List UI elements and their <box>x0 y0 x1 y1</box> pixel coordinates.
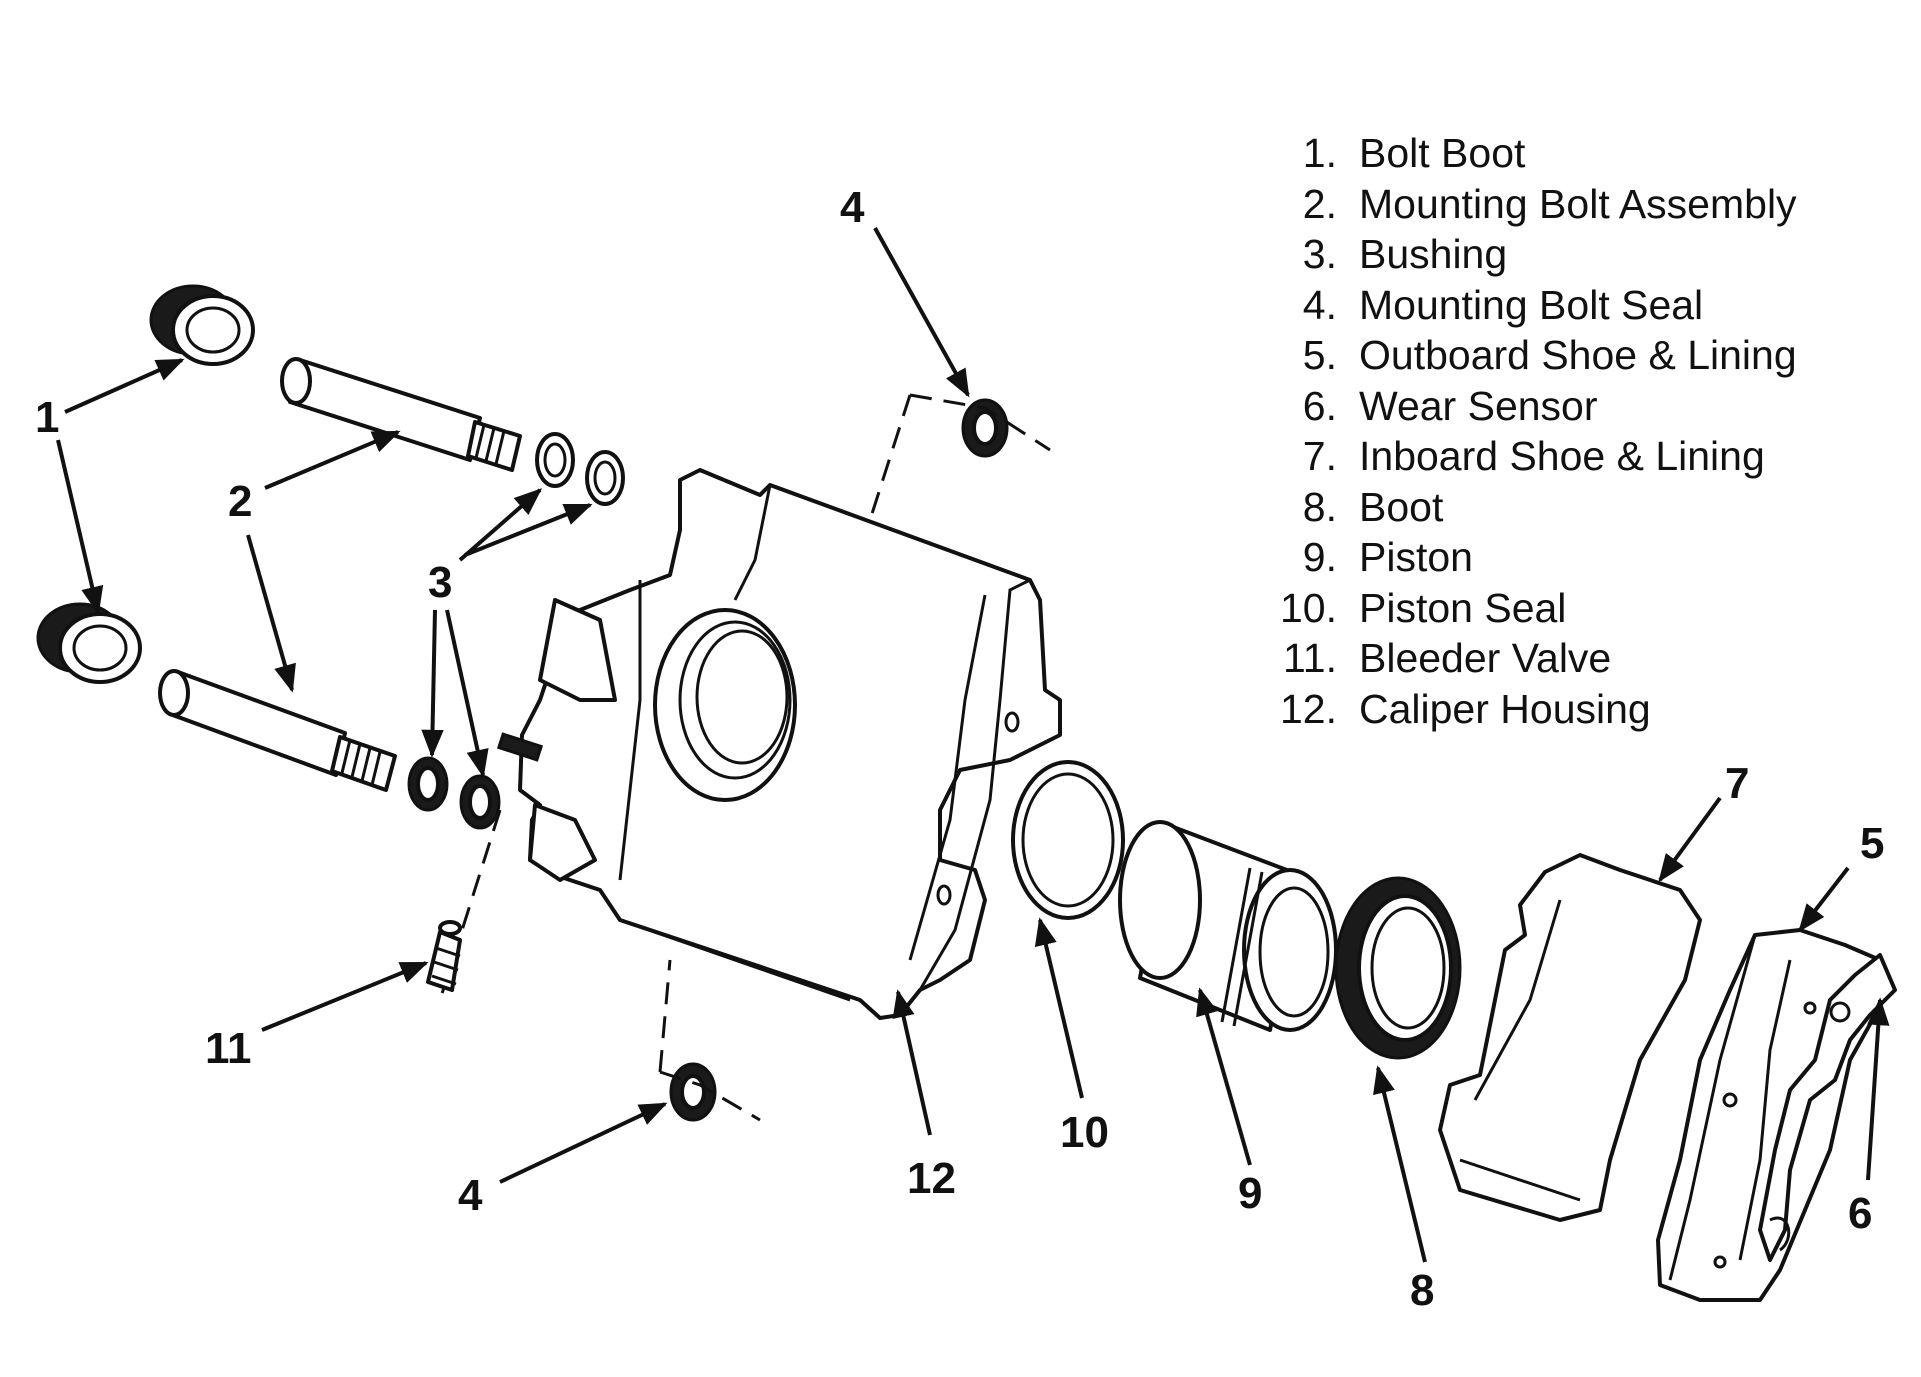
leader-12 <box>892 989 932 1136</box>
legend-item-label: Piston Seal <box>1359 584 1567 631</box>
legend-item-number: 2. <box>1302 180 1337 227</box>
callout-3: 3 <box>428 558 452 607</box>
callout-6: 6 <box>1848 1189 1872 1238</box>
legend-item: 2. Mounting Bolt Assembly <box>1255 179 1797 230</box>
legend-item: 8. Boot <box>1255 482 1797 533</box>
callout-2-upper: 2 <box>228 477 252 526</box>
legend-item: 3. Bushing <box>1255 229 1797 280</box>
leader-3-d <box>445 609 489 778</box>
bleeder-port <box>496 732 544 762</box>
legend-item-number: 1. <box>1302 130 1337 176</box>
bushing-lower-right <box>459 774 501 830</box>
legend-item-label: Bleeder Valve <box>1359 635 1612 681</box>
piston <box>1118 820 1338 1032</box>
leader-3-c <box>421 609 444 758</box>
parts-legend: 1. Bolt Boot 2. Mounting Bolt Assembly 3. B… <box>1255 128 1797 734</box>
legend-item-label: Caliper Housing <box>1359 685 1651 732</box>
legend-item: 4. Mounting Bolt Seal <box>1255 280 1797 331</box>
wear-sensor <box>1758 953 1897 1262</box>
mounting-bolt-seal-upper <box>961 398 1009 458</box>
leader-8 <box>1373 1065 1427 1263</box>
leader-2-lower <box>246 534 296 693</box>
leader-5 <box>1798 866 1850 933</box>
callout-4-upper: 4 <box>840 183 865 232</box>
legend-item-label: Mounting Bolt Seal <box>1359 281 1704 328</box>
legend-item-label: Piston <box>1359 534 1473 580</box>
alignment-line-lower <box>659 1070 761 1122</box>
legend-item: 7. Inboard Shoe & Lining <box>1255 431 1797 482</box>
callout-4-lower: 4 <box>458 1171 483 1220</box>
callout-leaders <box>56 227 1890 1263</box>
leader-4-upper <box>873 227 970 398</box>
leader-2-upper <box>264 430 401 490</box>
callout-12: 12 <box>907 1154 956 1203</box>
inboard-shoe-and-lining <box>1438 853 1702 1222</box>
legend-item: 5. Outboard Shoe & Lining <box>1255 330 1797 381</box>
legend-item-label: Mounting Bolt Assembly <box>1359 180 1797 227</box>
leader-3-b <box>464 503 593 557</box>
callout-10: 10 <box>1060 1108 1109 1157</box>
bushing-upper-right <box>585 450 625 506</box>
callout-11: 11 <box>205 1024 252 1073</box>
legend-item-label: Bolt Boot <box>1359 130 1526 176</box>
callout-1: 1 <box>35 393 59 442</box>
legend-item-label: Inboard Shoe & Lining <box>1359 433 1765 479</box>
alignment-line-lower-up <box>658 959 672 1073</box>
boot <box>1334 876 1462 1060</box>
legend-item-label: Wear Sensor <box>1359 382 1598 429</box>
legend-item-number: 12. <box>1280 685 1337 732</box>
legend-item-number: 11. <box>1283 635 1337 681</box>
leader-1-upper <box>64 358 185 414</box>
legend-item: 11. Bleeder Valve <box>1255 633 1797 684</box>
callout-5: 5 <box>1860 819 1884 868</box>
bolt-boot-lower <box>36 602 142 684</box>
leader-3-a <box>458 488 543 562</box>
legend-item-number: 10. <box>1280 584 1337 631</box>
legend-item-label: Bushing <box>1359 231 1508 277</box>
bolt-boot-upper <box>149 284 255 366</box>
callout-7: 7 <box>1725 759 1749 808</box>
legend-item-number: 4. <box>1302 281 1337 328</box>
legend-item: 6. Wear Sensor <box>1255 381 1797 432</box>
mounting-bolt-lower <box>158 669 397 792</box>
piston-seal <box>1011 760 1125 920</box>
mounting-bolt-seal-lower <box>669 1062 717 1122</box>
alignment-line-upper <box>909 393 1051 452</box>
legend-item: 10. Piston Seal <box>1255 583 1797 634</box>
callout-9: 9 <box>1238 1169 1262 1218</box>
bushing-lower-left <box>407 756 449 812</box>
legend-item: 9. Piston <box>1255 532 1797 583</box>
bushing-upper-left <box>535 432 575 488</box>
legend-item-label: Boot <box>1359 483 1444 530</box>
leader-6 <box>1866 997 1890 1181</box>
legend-item-number: 9. <box>1302 534 1337 580</box>
bleeder-valve <box>426 920 462 992</box>
leader-11 <box>261 961 429 1032</box>
mounting-bolt-upper <box>280 357 522 472</box>
legend-item-number: 5. <box>1302 332 1337 378</box>
legend-item-label: Outboard Shoe & Lining <box>1359 332 1797 378</box>
callout-8: 8 <box>1410 1266 1434 1315</box>
legend-item-number: 6. <box>1302 382 1337 429</box>
legend-item: 1. Bolt Boot <box>1255 128 1797 179</box>
leader-7 <box>1658 796 1722 883</box>
legend-item-number: 8. <box>1302 483 1337 530</box>
leader-4-lower <box>499 1102 668 1184</box>
alignment-line-upper-down <box>868 394 912 521</box>
leader-9 <box>1196 987 1252 1166</box>
leader-1-lower <box>56 439 104 615</box>
caliper-housing <box>518 468 1062 1020</box>
legend-item-number: 3. <box>1302 231 1337 277</box>
legend-item: 12. Caliper Housing <box>1255 684 1797 735</box>
legend-item-number: 7. <box>1302 433 1337 479</box>
leader-10 <box>1034 917 1084 1099</box>
